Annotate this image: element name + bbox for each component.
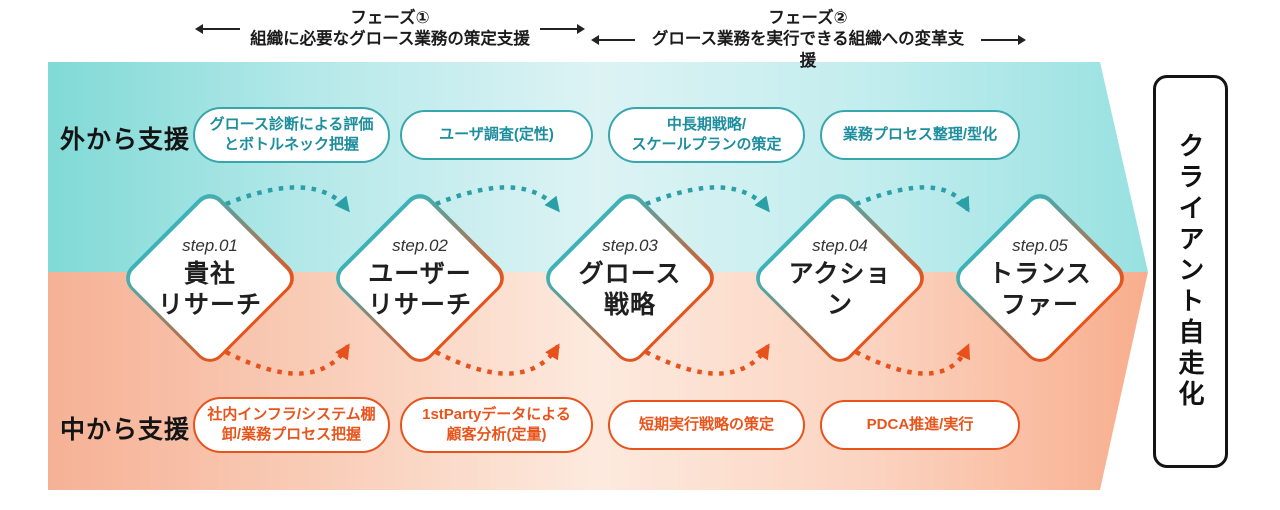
step-3-name: グロース 戦略: [579, 259, 682, 320]
outside-task-2: ユーザ調査(定性): [400, 110, 593, 160]
outside-task-1: グロース診断による評価 とボトルネック把握: [193, 107, 390, 163]
phase-2-header: フェーズ② グロース業務を実行できる組織への変革支援: [590, 8, 1026, 72]
outside-task-1-line2: とボトルネック把握: [223, 136, 359, 153]
top-flow-arc-3: [645, 185, 770, 213]
phase-2-subtitle: グロース業務を実行できる組織への変革支援: [651, 30, 965, 70]
step-5-name-line2: ファー: [1000, 290, 1079, 319]
right-arrow-icon: [539, 24, 585, 35]
outside-task-1-line1: グロース診断による評価: [209, 115, 374, 133]
step-2-name-line2: リサーチ: [367, 290, 472, 319]
goal-box: クライアント自走化: [1153, 75, 1228, 468]
bottom-flow-arc-1: [224, 343, 350, 376]
step-1-name-line1: 貴社: [183, 260, 236, 288]
inside-task-3: 短期実行戦略の策定: [608, 400, 805, 450]
step-4-name: アクション: [776, 259, 904, 320]
inside-task-2-line2: 顧客分析(定量): [446, 426, 547, 443]
left-arrow-icon: [591, 35, 636, 46]
inside-task-2-line1: 1stPartyデータによる: [422, 405, 571, 423]
top-flow-arc-1: [225, 185, 350, 213]
inside-task-3-line1: 短期実行戦略の策定: [638, 415, 774, 433]
phase-1-subtitle: 組織に必要なグロース業務の策定支援: [250, 30, 530, 49]
step-3-name-line2: 戦略: [603, 290, 656, 319]
step-5-number: step.05: [1012, 236, 1068, 255]
step-1-name: 貴社 リサーチ: [158, 259, 262, 320]
phase-1-header: フェーズ① 組織に必要なグロース業務の策定支援: [170, 8, 610, 51]
goal-label: クライアント自走化: [1175, 132, 1205, 411]
inside-task-1: 社内インフラ/システム棚 卸/業務プロセス把握: [193, 397, 390, 453]
outside-support-label: 外から支援: [60, 126, 191, 154]
outside-task-3-line1: 中長期戦略/: [666, 115, 747, 133]
inside-task-1-line2: 卸/業務プロセス把握: [221, 426, 362, 443]
step-diamond-2: step.02 ユーザー リサーチ: [329, 187, 511, 369]
bottom-flow-arc-2: [434, 343, 560, 376]
step-2-name-line1: ユーザー: [368, 260, 472, 288]
step-2-number: step.02: [392, 236, 448, 255]
step-4-name-line1: アクション: [788, 260, 892, 319]
step-diamond-3: step.03 グロース 戦略: [539, 187, 721, 369]
step-2-name: ユーザー リサーチ: [368, 259, 472, 320]
step-3-name-line1: グロース: [578, 260, 682, 288]
outside-task-3-line2: スケールプランの策定: [631, 136, 782, 153]
top-flow-arc-4: [855, 185, 970, 213]
inside-task-4-line1: PDCA推進/実行: [866, 415, 974, 433]
step-diamond-5: step.05 トランス ファー: [949, 187, 1131, 369]
step-5-name: トランス ファー: [988, 259, 1092, 320]
inside-task-4: PDCA推進/実行: [820, 400, 1020, 450]
step-1-name-line2: リサーチ: [157, 290, 262, 319]
phase-1-title: フェーズ①: [350, 9, 430, 27]
step-3-number: step.03: [602, 236, 658, 255]
outside-task-2-line1: ユーザ調査(定性): [439, 125, 554, 143]
bottom-flow-arc-3: [644, 343, 770, 376]
right-arrow-icon: [980, 35, 1026, 46]
step-diamond-4: step.04 アクション: [749, 187, 931, 369]
left-arrow-icon: [195, 24, 241, 35]
top-flow-arc-2: [435, 185, 560, 213]
inside-task-1-line1: 社内インフラ/システム棚: [207, 405, 376, 423]
step-5-name-line1: トランス: [988, 260, 1092, 288]
step-4-number: step.04: [812, 236, 868, 255]
outside-task-4-line1: 業務プロセス整理/型化: [842, 125, 998, 143]
inside-task-2: 1stPartyデータによる 顧客分析(定量): [400, 397, 593, 453]
step-diamond-1: step.01 貴社 リサーチ: [119, 187, 301, 369]
outside-task-3: 中長期戦略/ スケールプランの策定: [608, 107, 805, 163]
phase-2-title: フェーズ②: [768, 9, 848, 27]
inside-support-label: 中から支援: [60, 416, 191, 444]
outside-task-4: 業務プロセス整理/型化: [820, 110, 1020, 160]
step-1-number: step.01: [182, 236, 238, 255]
